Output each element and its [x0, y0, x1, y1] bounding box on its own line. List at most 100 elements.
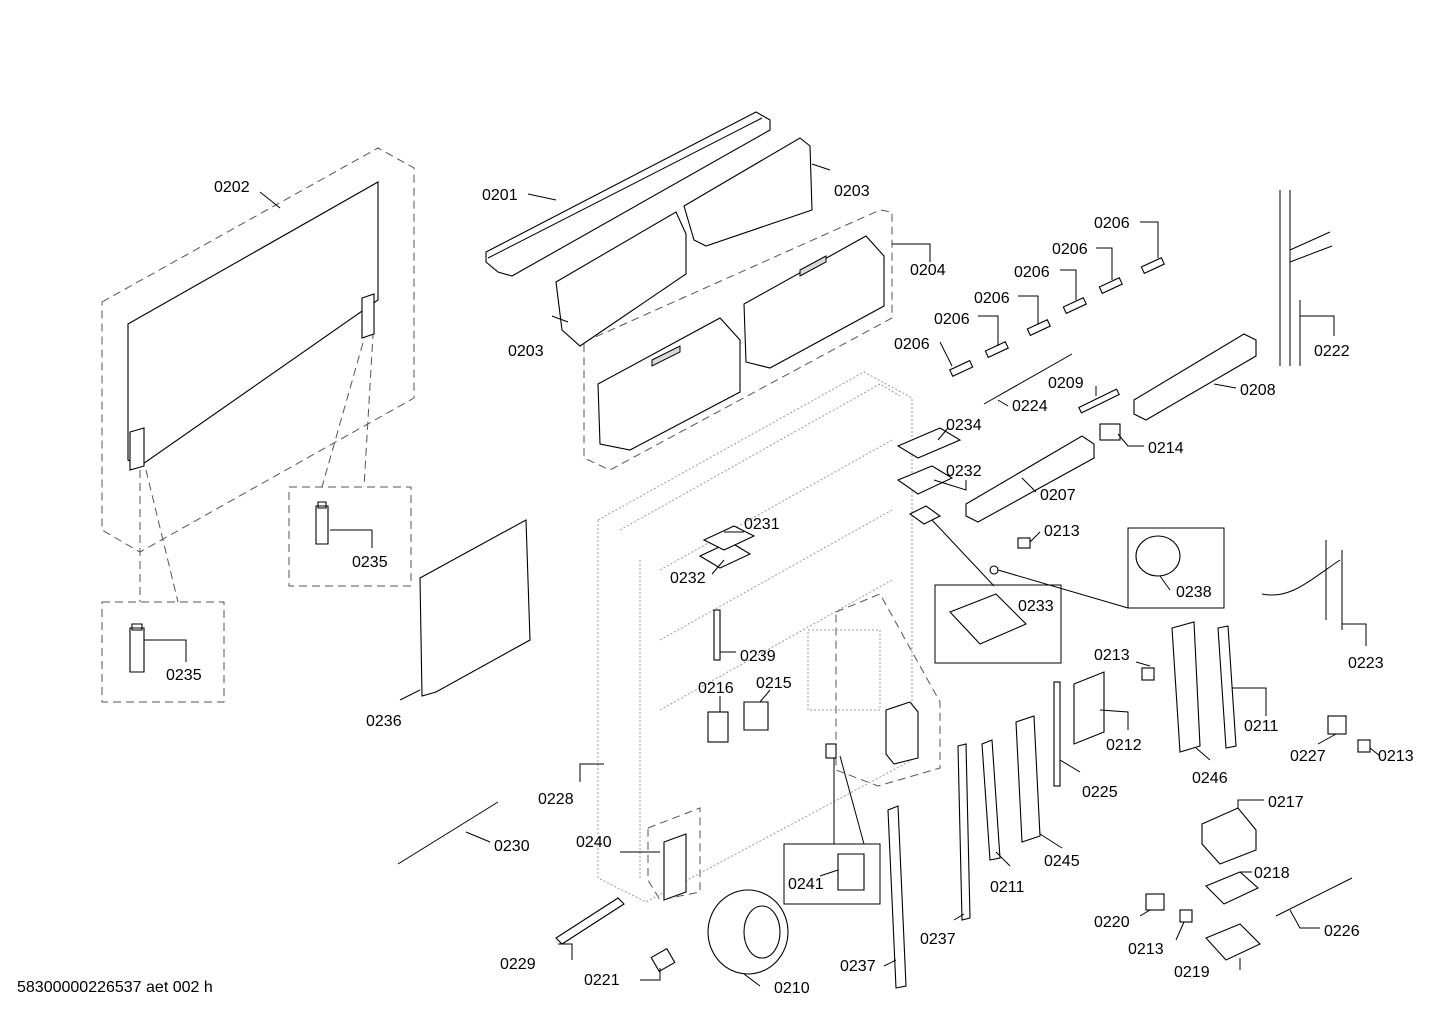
- rod-6: [1140, 256, 1165, 275]
- label-0234: 0234: [946, 417, 982, 434]
- lead-0201: [527, 193, 557, 201]
- clip-0213-a: [1017, 537, 1031, 549]
- lead-0220: [1139, 909, 1151, 917]
- rod-2: [984, 340, 1009, 359]
- label-0202: 0202: [214, 179, 250, 196]
- lead-0203a: [551, 315, 569, 323]
- label-0217: 0217: [1268, 794, 1304, 811]
- label-0222: 0222: [1314, 343, 1350, 360]
- rod-5: [1098, 276, 1123, 295]
- lead-0215: [759, 689, 771, 703]
- bracket-0241: [837, 853, 865, 891]
- filter-cover-right: [683, 137, 813, 247]
- led-strip: [713, 609, 721, 661]
- label-0230: 0230: [494, 838, 530, 855]
- lead-0207: [1021, 477, 1037, 493]
- label-0233: 0233: [1018, 598, 1054, 615]
- cable-0225: [1053, 681, 1061, 787]
- clip-projection-line-d: [363, 317, 375, 488]
- filter-handle-right: [799, 255, 827, 277]
- rod-1: [949, 359, 974, 378]
- lead-0237b: [883, 959, 897, 967]
- lead-0217: [1237, 799, 1264, 808]
- lead-0211a: [1232, 687, 1267, 716]
- top-rail: [485, 111, 771, 277]
- terminal-0227: [1327, 715, 1347, 735]
- box-0238: [1127, 527, 1225, 609]
- label-0227: 0227: [1290, 748, 1326, 765]
- clip-right: [315, 501, 329, 545]
- filter-group-outline: [583, 209, 893, 471]
- label-0206-3: 0206: [974, 290, 1010, 307]
- lead-0236: [399, 689, 421, 701]
- lead-0206e: [1096, 247, 1113, 280]
- label-0215: 0215: [756, 675, 792, 692]
- connector-0215: [743, 701, 769, 731]
- label-0206-4: 0206: [1014, 264, 1050, 281]
- filter-cover-left: [555, 211, 687, 347]
- lead-0208: [1213, 383, 1237, 389]
- rail-0237-a: [957, 743, 971, 921]
- label-0206-5: 0206: [1052, 241, 1088, 258]
- tray-0219: [1205, 923, 1261, 961]
- label-0223: 0223: [1348, 655, 1384, 672]
- lead-0213c: [1369, 747, 1381, 757]
- lead-0206f: [1140, 221, 1159, 258]
- label-0237-left: 0237: [840, 958, 876, 975]
- lead-0225: [1059, 759, 1081, 773]
- rail-0245: [1015, 715, 1041, 843]
- bracket-0220: [1145, 893, 1165, 911]
- backing-plate: [419, 519, 531, 697]
- label-0216: 0216: [698, 680, 734, 697]
- damper-motor-0212: [1073, 671, 1105, 745]
- label-0232-lower: 0232: [670, 570, 706, 587]
- spacer-rods: [949, 256, 1165, 378]
- label-0204: 0204: [910, 262, 946, 279]
- lead-0235a: [330, 529, 373, 548]
- housing-window: [807, 629, 881, 711]
- glass-panel-foot-right: [361, 293, 375, 339]
- rail-0237-b: [887, 805, 907, 989]
- housing-inner-4: [659, 509, 893, 641]
- label-0214: 0214: [1148, 440, 1184, 457]
- label-0212: 0212: [1106, 737, 1142, 754]
- label-0237-right: 0237: [920, 931, 956, 948]
- wire-rail-0230: [397, 801, 499, 865]
- grease-filter-tray-left: [597, 317, 741, 451]
- label-0236: 0236: [366, 713, 402, 730]
- clip-0213-c: [1357, 739, 1371, 753]
- clip-group-outline-right: [288, 486, 412, 587]
- lead-0213a: [1029, 531, 1041, 543]
- box-0233: [934, 584, 1062, 664]
- motor-capacitor-0238: [1135, 535, 1181, 577]
- connector-0233: [908, 505, 942, 525]
- lead-0234: [937, 427, 949, 441]
- lead-0210: [743, 973, 761, 987]
- blower-wheel-hub: [743, 905, 781, 959]
- label-0206-1: 0206: [894, 336, 930, 353]
- side-rail-0246: [1171, 621, 1201, 753]
- lead-0223: [1342, 623, 1367, 646]
- label-0218: 0218: [1254, 865, 1290, 882]
- label-0221: 0221: [584, 972, 620, 989]
- label-0203-left: 0203: [508, 343, 544, 360]
- label-0235-right: 0235: [352, 554, 388, 571]
- rod-0224: [983, 353, 1073, 405]
- lead-0214: [1117, 433, 1144, 447]
- label-0206-2: 0206: [934, 311, 970, 328]
- board-0232-upper: [896, 465, 954, 495]
- filter-handle-left: [651, 345, 681, 367]
- top-rail-edge: [487, 117, 763, 259]
- lead-0226: [1289, 909, 1320, 929]
- box-0241: [783, 843, 881, 905]
- drawing-code: 58300000226537 aet 002 h: [17, 979, 213, 996]
- lower-bracket-group-outline: [647, 807, 701, 901]
- label-0201: 0201: [482, 187, 518, 204]
- housing-inner-3: [659, 439, 893, 571]
- light-bar-0207: [965, 435, 1095, 523]
- label-0246: 0246: [1192, 770, 1228, 787]
- label-0213-bottom: 0213: [1128, 941, 1164, 958]
- label-0232-upper: 0232: [946, 463, 982, 480]
- lead-0228: [579, 763, 604, 782]
- glass-panel-group-outline: [101, 147, 415, 553]
